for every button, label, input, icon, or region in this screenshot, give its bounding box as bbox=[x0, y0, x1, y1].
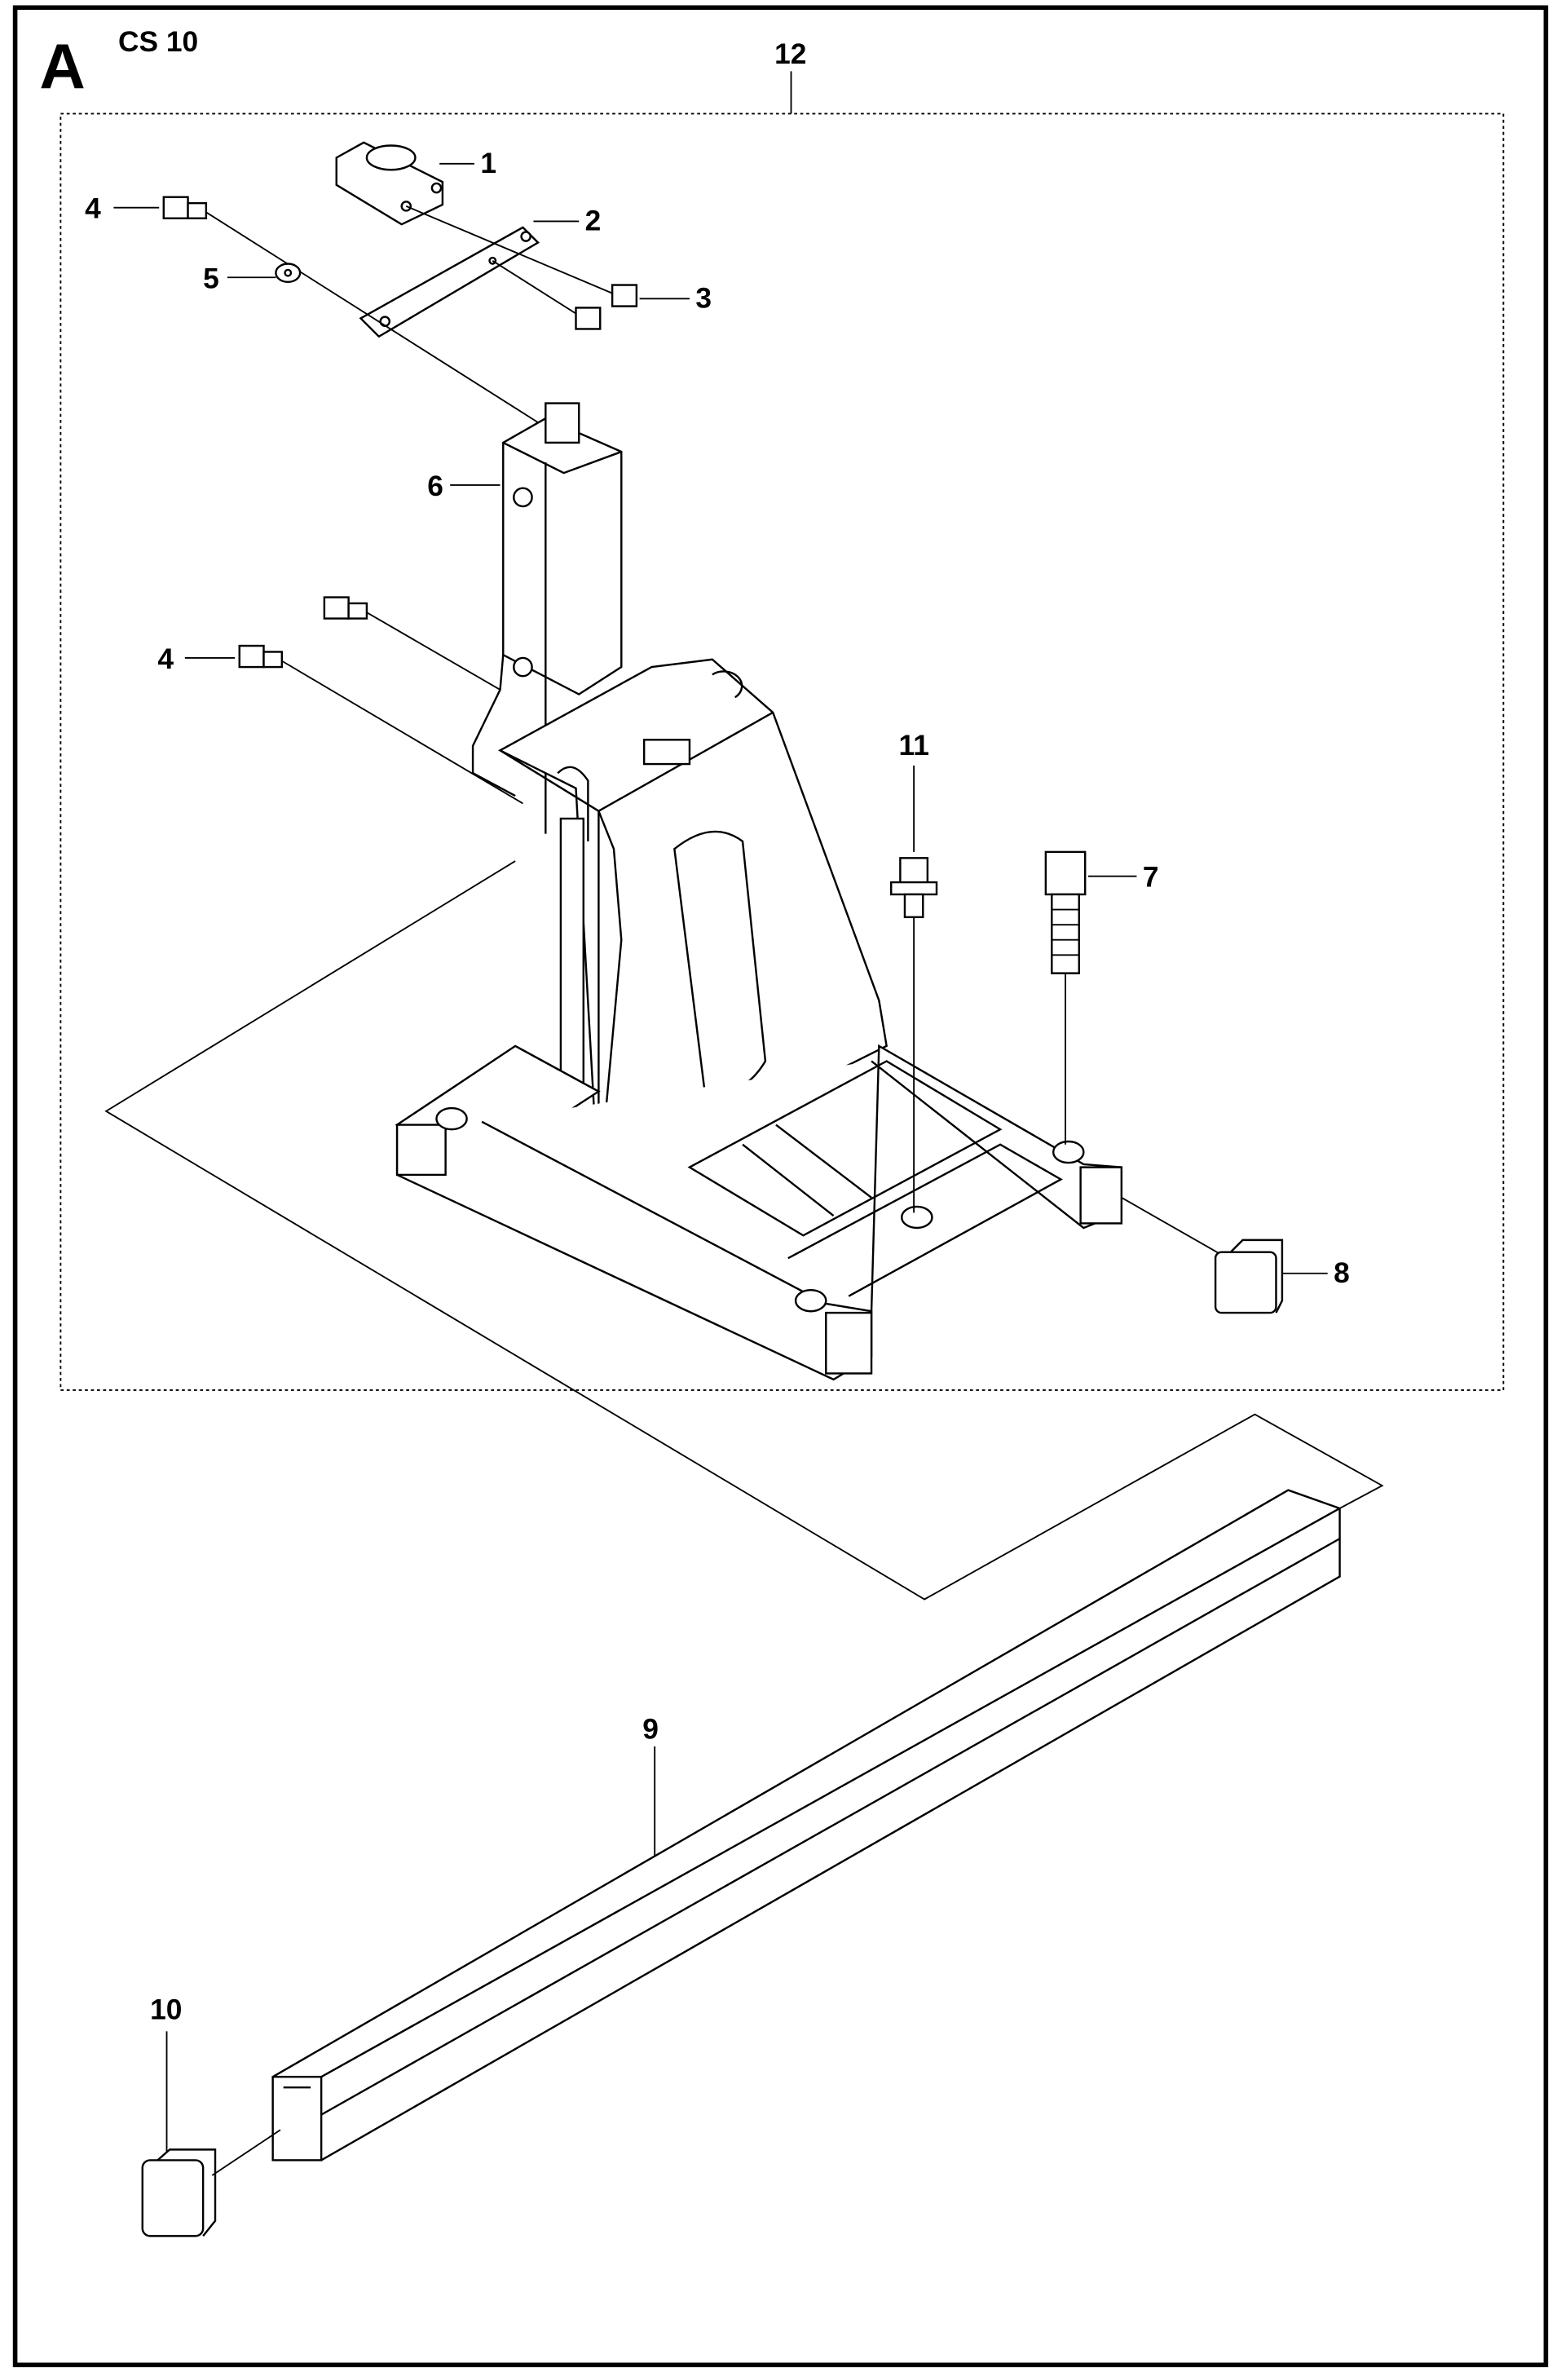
part-3-bolt bbox=[575, 284, 638, 330]
part-7-bolt bbox=[1044, 850, 1087, 974]
part-4-bolt-lower bbox=[238, 596, 368, 669]
part-8-end-cap bbox=[1214, 1239, 1284, 1314]
callout-12: 12 bbox=[774, 38, 806, 70]
callout-5: 5 bbox=[203, 263, 219, 294]
callout-7: 7 bbox=[1143, 862, 1159, 894]
part-9-square-tube bbox=[271, 1489, 1341, 2161]
section-letter: A bbox=[39, 30, 85, 102]
stand-base-frame bbox=[395, 1044, 1123, 1381]
part-1-clamp bbox=[335, 141, 444, 226]
callout-11: 11 bbox=[899, 730, 929, 762]
callout-6: 6 bbox=[427, 470, 443, 502]
part-2-link-plate bbox=[359, 226, 540, 338]
ground-plane bbox=[104, 860, 1384, 1601]
callout-4-lower: 4 bbox=[157, 643, 174, 675]
stand-body bbox=[497, 658, 888, 1192]
model-label: CS 10 bbox=[118, 26, 198, 58]
callout-3: 3 bbox=[695, 282, 712, 314]
part-10-end-cap bbox=[141, 2148, 217, 2237]
callout-8: 8 bbox=[1334, 1257, 1350, 1289]
part-6-column bbox=[471, 402, 623, 834]
part-11-bolt bbox=[890, 857, 938, 919]
callout-1: 1 bbox=[480, 148, 496, 179]
callout-9: 9 bbox=[642, 1714, 659, 1746]
callout-4-upper: 4 bbox=[85, 193, 101, 225]
part-4-bolt-upper bbox=[162, 196, 208, 219]
callout-10: 10 bbox=[150, 1994, 182, 2025]
part-5-washer bbox=[275, 263, 302, 284]
page-border bbox=[12, 5, 1549, 2368]
callout-2: 2 bbox=[585, 205, 602, 237]
assembly-box bbox=[60, 113, 1505, 1391]
